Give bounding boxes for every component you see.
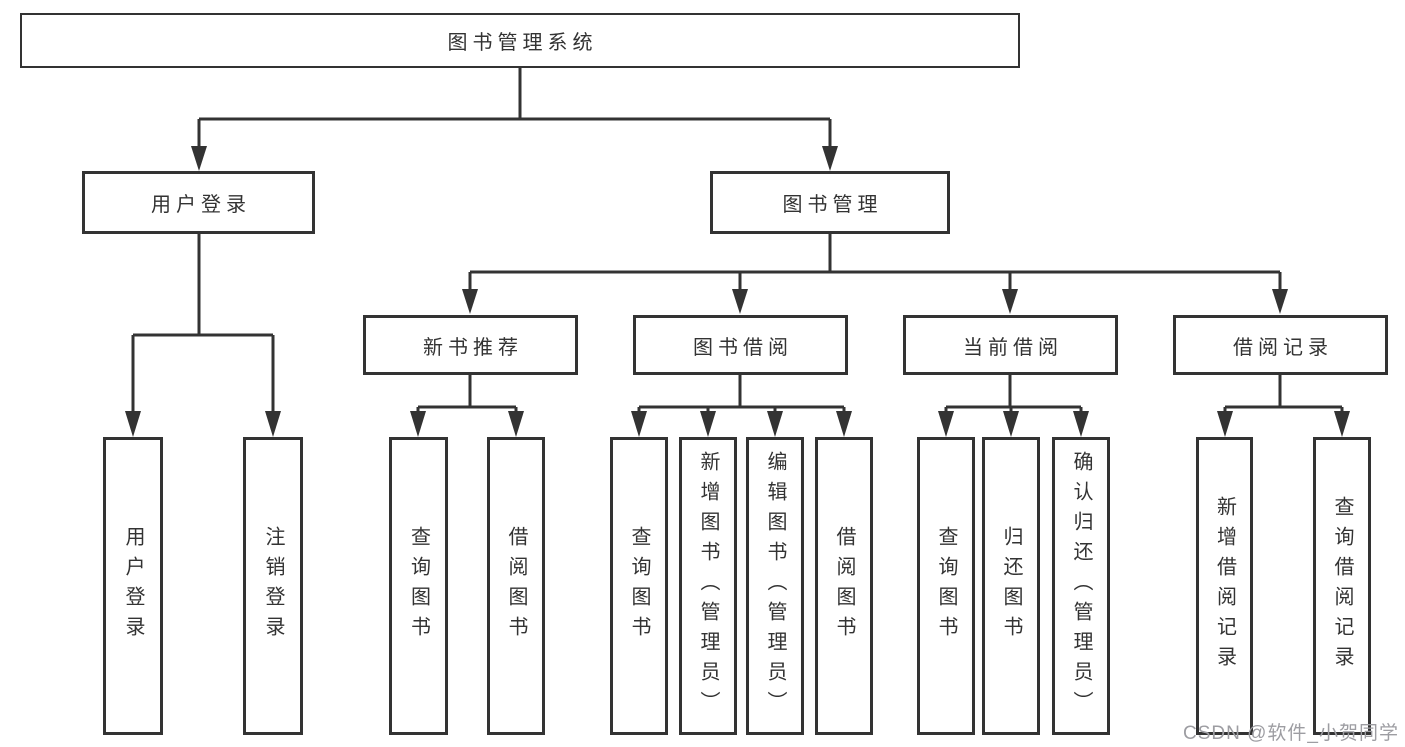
leaf-query-books-current-label: 查询图书 bbox=[935, 526, 957, 646]
leaf-user-login: 用户登录 bbox=[103, 437, 163, 735]
node-user-login-label: 用户登录 bbox=[151, 194, 251, 216]
leaf-logout-label: 注销登录 bbox=[262, 526, 284, 646]
node-borrowing-records-label: 借阅记录 bbox=[1233, 336, 1333, 359]
node-book-borrowing-label: 图书借阅 bbox=[693, 336, 793, 359]
node-library-system-label: 图书管理系统 bbox=[447, 32, 598, 54]
node-book-management-label: 图书管理 bbox=[782, 194, 883, 216]
leaf-confirm-return-admin: 确认归还（管理员） bbox=[1052, 437, 1110, 735]
node-current-borrowing-label: 当前借阅 bbox=[963, 336, 1063, 359]
node-user-login: 用户登录 bbox=[82, 171, 315, 234]
leaf-edit-books-admin-label: 编辑图书（管理员） bbox=[764, 451, 786, 721]
leaf-borrow-books-recommend: 借阅图书 bbox=[487, 437, 545, 735]
leaf-return-books-label: 归还图书 bbox=[1000, 526, 1022, 646]
leaf-logout: 注销登录 bbox=[243, 437, 303, 735]
leaf-query-borrow-record: 查询借阅记录 bbox=[1313, 437, 1371, 735]
leaf-add-books-admin-label: 新增图书（管理员） bbox=[697, 451, 719, 721]
node-current-borrowing: 当前借阅 bbox=[903, 315, 1118, 375]
leaf-user-login-label: 用户登录 bbox=[122, 526, 144, 646]
connector-records-to-leaves bbox=[1217, 375, 1350, 437]
connector-user-login-to-leaves bbox=[125, 234, 281, 437]
leaf-add-borrow-record: 新增借阅记录 bbox=[1196, 437, 1253, 735]
leaf-borrow-books-label: 借阅图书 bbox=[833, 526, 855, 646]
node-new-book-recommendation: 新书推荐 bbox=[363, 315, 578, 375]
connector-current-to-leaves bbox=[938, 375, 1089, 437]
connector-book-management-to-level3 bbox=[462, 234, 1288, 314]
node-new-book-recommendation-label: 新书推荐 bbox=[423, 336, 523, 359]
connector-root-to-level2 bbox=[191, 68, 838, 171]
leaf-query-books-recommend: 查询图书 bbox=[389, 437, 448, 735]
leaf-query-books-borrow: 查询图书 bbox=[610, 437, 668, 735]
node-book-borrowing: 图书借阅 bbox=[633, 315, 848, 375]
leaf-return-books: 归还图书 bbox=[982, 437, 1040, 735]
leaf-query-books-recommend-label: 查询图书 bbox=[407, 526, 430, 646]
connector-borrow-to-leaves bbox=[631, 375, 852, 437]
leaf-query-books-borrow-label: 查询图书 bbox=[628, 526, 650, 646]
node-library-system: 图书管理系统 bbox=[20, 13, 1020, 68]
connector-recommend-to-leaves bbox=[410, 375, 524, 437]
leaf-query-books-current: 查询图书 bbox=[917, 437, 975, 735]
leaf-query-borrow-record-label: 查询借阅记录 bbox=[1331, 496, 1353, 676]
leaf-confirm-return-admin-label: 确认归还（管理员） bbox=[1070, 451, 1092, 721]
node-book-management: 图书管理 bbox=[710, 171, 950, 234]
watermark-text: CSDN @软件_小贺同学 bbox=[1183, 723, 1399, 744]
leaf-borrow-books-recommend-label: 借阅图书 bbox=[505, 526, 527, 646]
leaf-add-books-admin: 新增图书（管理员） bbox=[679, 437, 737, 735]
leaf-add-borrow-record-label: 新增借阅记录 bbox=[1213, 496, 1236, 676]
leaf-edit-books-admin: 编辑图书（管理员） bbox=[746, 437, 804, 735]
leaf-borrow-books: 借阅图书 bbox=[815, 437, 873, 735]
node-borrowing-records: 借阅记录 bbox=[1173, 315, 1388, 375]
